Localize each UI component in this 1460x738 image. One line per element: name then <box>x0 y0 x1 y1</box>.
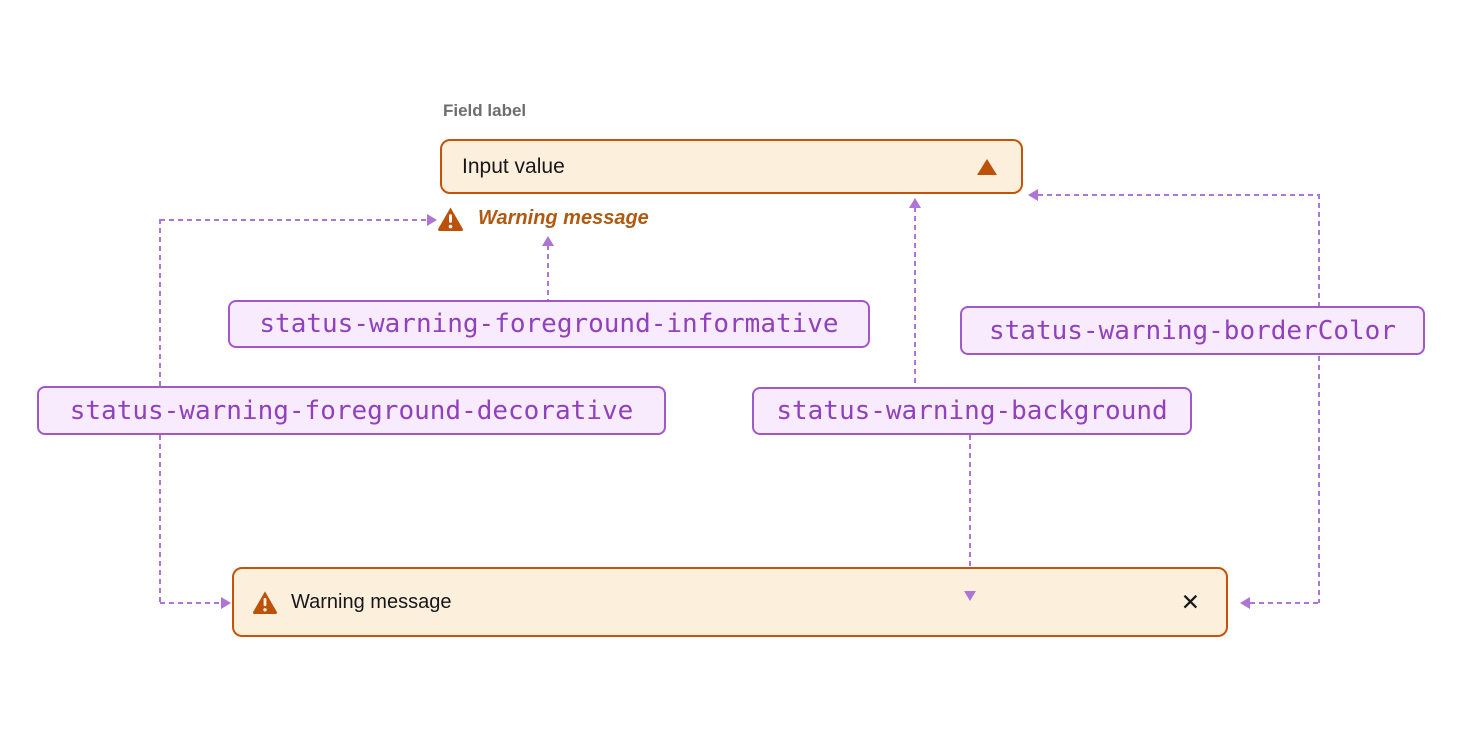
field-label: Field label <box>443 101 527 120</box>
token-status-warning-foreground-informative: status-warning-foreground-informative <box>228 300 870 348</box>
arrowhead-to-input-border <box>1028 189 1038 201</box>
token-status-warning-background: status-warning-background <box>752 387 1192 435</box>
connector-background-to-banner <box>969 435 971 591</box>
arrowhead-to-inline-warning-icon <box>427 214 437 226</box>
arrowhead-to-input-background <box>909 198 921 208</box>
connector-bordercolor-to-banner <box>1250 602 1320 604</box>
inline-warning-message: Warning message <box>478 207 649 229</box>
connector-decorative-to-inline-icon <box>160 219 428 221</box>
connector-bordercolor-to-input <box>1038 194 1320 196</box>
connector-bordercolor-vertical <box>1318 194 1320 603</box>
token-status-warning-borderColor: status-warning-borderColor <box>960 306 1425 355</box>
banner-warning-message: Warning message <box>291 590 452 613</box>
arrowhead-to-banner-border <box>1240 597 1250 609</box>
connector-decorative-to-banner-icon <box>160 602 222 604</box>
input-value[interactable] <box>442 154 977 179</box>
banner-warning-triangle-icon <box>253 591 277 614</box>
input-warning-triangle-icon <box>977 158 997 175</box>
arrowhead-to-banner-background <box>964 591 976 601</box>
banner-close-icon[interactable]: ✕ <box>1180 588 1200 615</box>
warning-banner: Warning message ✕ <box>232 567 1228 637</box>
arrowhead-to-banner-warning-icon <box>221 597 231 609</box>
connector-informative-vertical <box>547 245 549 300</box>
warning-triangle-icon <box>438 207 463 231</box>
inline-warning: Warning message <box>437 206 649 231</box>
arrowhead-to-warning-message-text <box>542 236 554 246</box>
token-status-warning-foreground-decorative: status-warning-foreground-decorative <box>37 386 666 435</box>
connector-background-to-input <box>914 207 916 387</box>
warning-input-field[interactable] <box>440 139 1023 194</box>
